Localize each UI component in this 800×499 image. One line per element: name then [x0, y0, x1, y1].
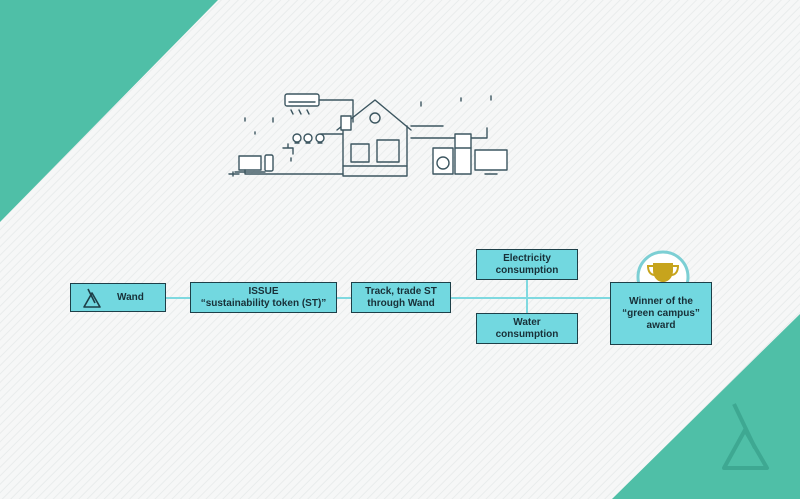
water-line-1: Water: [513, 316, 541, 328]
winner-line-3: award: [646, 319, 676, 331]
wand-logo-icon: [83, 288, 101, 308]
winner-line-2: “green campus”: [622, 307, 700, 319]
home-appliances-illustration: [228, 93, 508, 177]
winner-award-box: Winner of the “green campus” award: [610, 282, 712, 345]
light-bulb-icon: [292, 133, 325, 144]
laptop-icon: [234, 155, 266, 173]
water-line-2: consumption: [495, 328, 559, 340]
fridge-icon: [454, 133, 472, 175]
teal-corner-top-left: [0, 0, 218, 222]
teal-corner-bottom-right: [612, 314, 800, 499]
issue-token-box: ISSUE “sustainability token (ST)”: [190, 282, 337, 313]
issue-line-1: ISSUE: [248, 285, 279, 297]
electricity-line-1: Electricity: [503, 252, 551, 264]
wand-box: Wand: [70, 283, 166, 312]
electricity-line-2: consumption: [495, 264, 559, 276]
track-line-2: through Wand: [367, 297, 435, 309]
washing-machine-icon: [432, 147, 454, 175]
phone-icon: [264, 154, 274, 172]
issue-line-2: “sustainability token (ST)”: [200, 297, 327, 309]
winner-line-1: Winner of the: [629, 295, 693, 307]
air-conditioner-icon: [284, 93, 320, 115]
wand-label: Wand: [117, 291, 144, 303]
water-tap-icon: [282, 143, 294, 162]
track-trade-box: Track, trade ST through Wand: [351, 282, 451, 313]
connector-line-vertical: [526, 278, 528, 314]
power-plug-icon: [228, 171, 240, 177]
tv-monitor-icon: [474, 149, 508, 175]
house-icon: [336, 99, 412, 177]
wand-logo-watermark-icon: [722, 403, 769, 470]
water-consumption-box: Water consumption: [476, 313, 578, 344]
track-line-1: Track, trade ST: [365, 285, 437, 297]
electricity-consumption-box: Electricity consumption: [476, 249, 578, 280]
